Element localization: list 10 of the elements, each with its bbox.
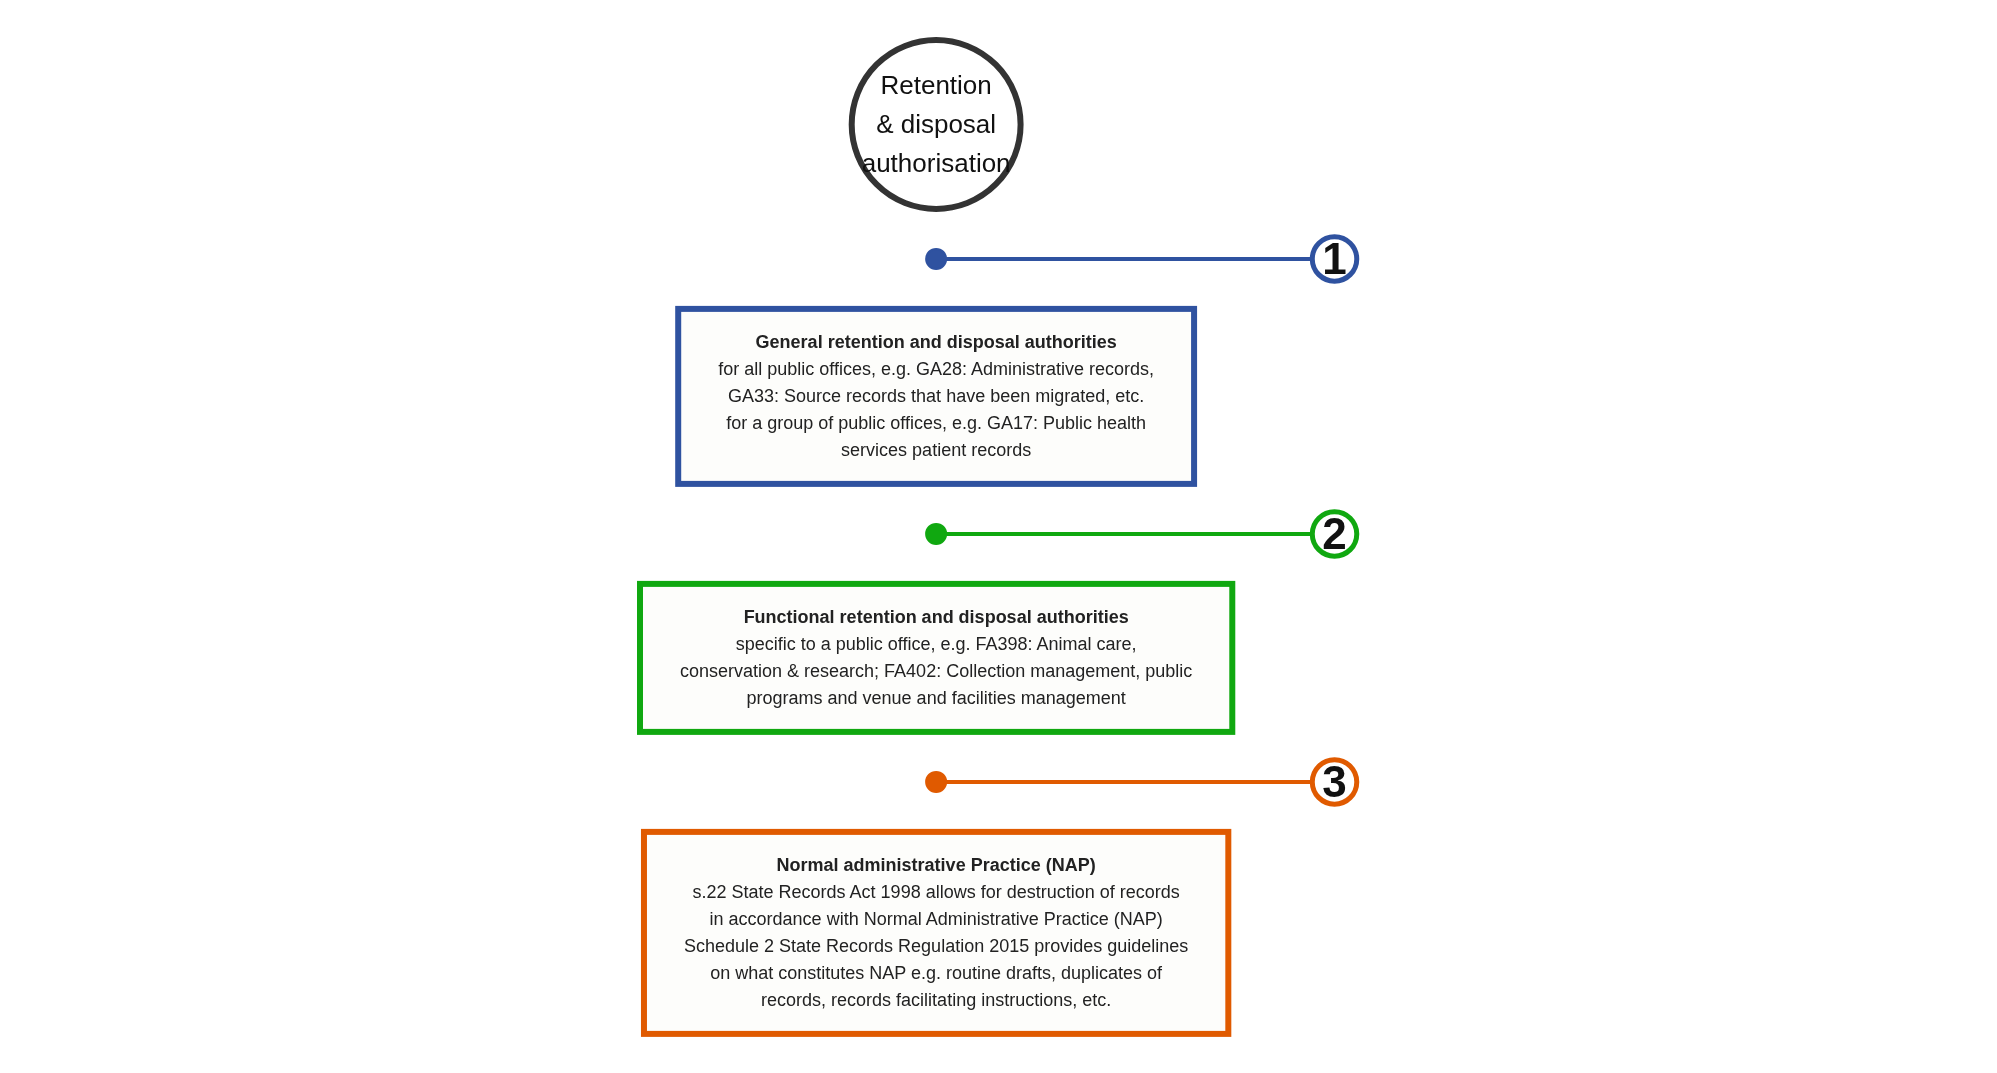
node-circle: 3: [1309, 756, 1360, 807]
node-box: General retention and disposal authorities for all public offices, e.g. GA28: Administrative records, GA33: Source records that have been migrated, etc. for a group of public offices, e.g. GA17: Public health services patient records: [675, 305, 1198, 487]
node-circle: Retention & disposal authorisation: [848, 36, 1024, 212]
node-circle: 1: [1309, 233, 1360, 284]
node-box: Normal administrative Practice (NAP) s.22 State Records Act 1998 allows for destruction of records in accordance with Normal Administrative Practice (NAP) Schedule 2 State Records Regulation 2015 provides guidelines on what constitutes NAP e.g. routine drafts, duplicates of records, records facilitating instructions, etc.: [641, 828, 1232, 1037]
node-circle: [925, 770, 948, 793]
node-circle: 2: [1309, 508, 1360, 559]
node-circle: [925, 522, 948, 545]
node-box: Functional retention and disposal authorities specific to a public office, e.g. FA398: Animal care, conservation & research; FA402: Collection management, public programs and venue and facilities management: [637, 580, 1236, 735]
node-circle: [925, 247, 948, 270]
